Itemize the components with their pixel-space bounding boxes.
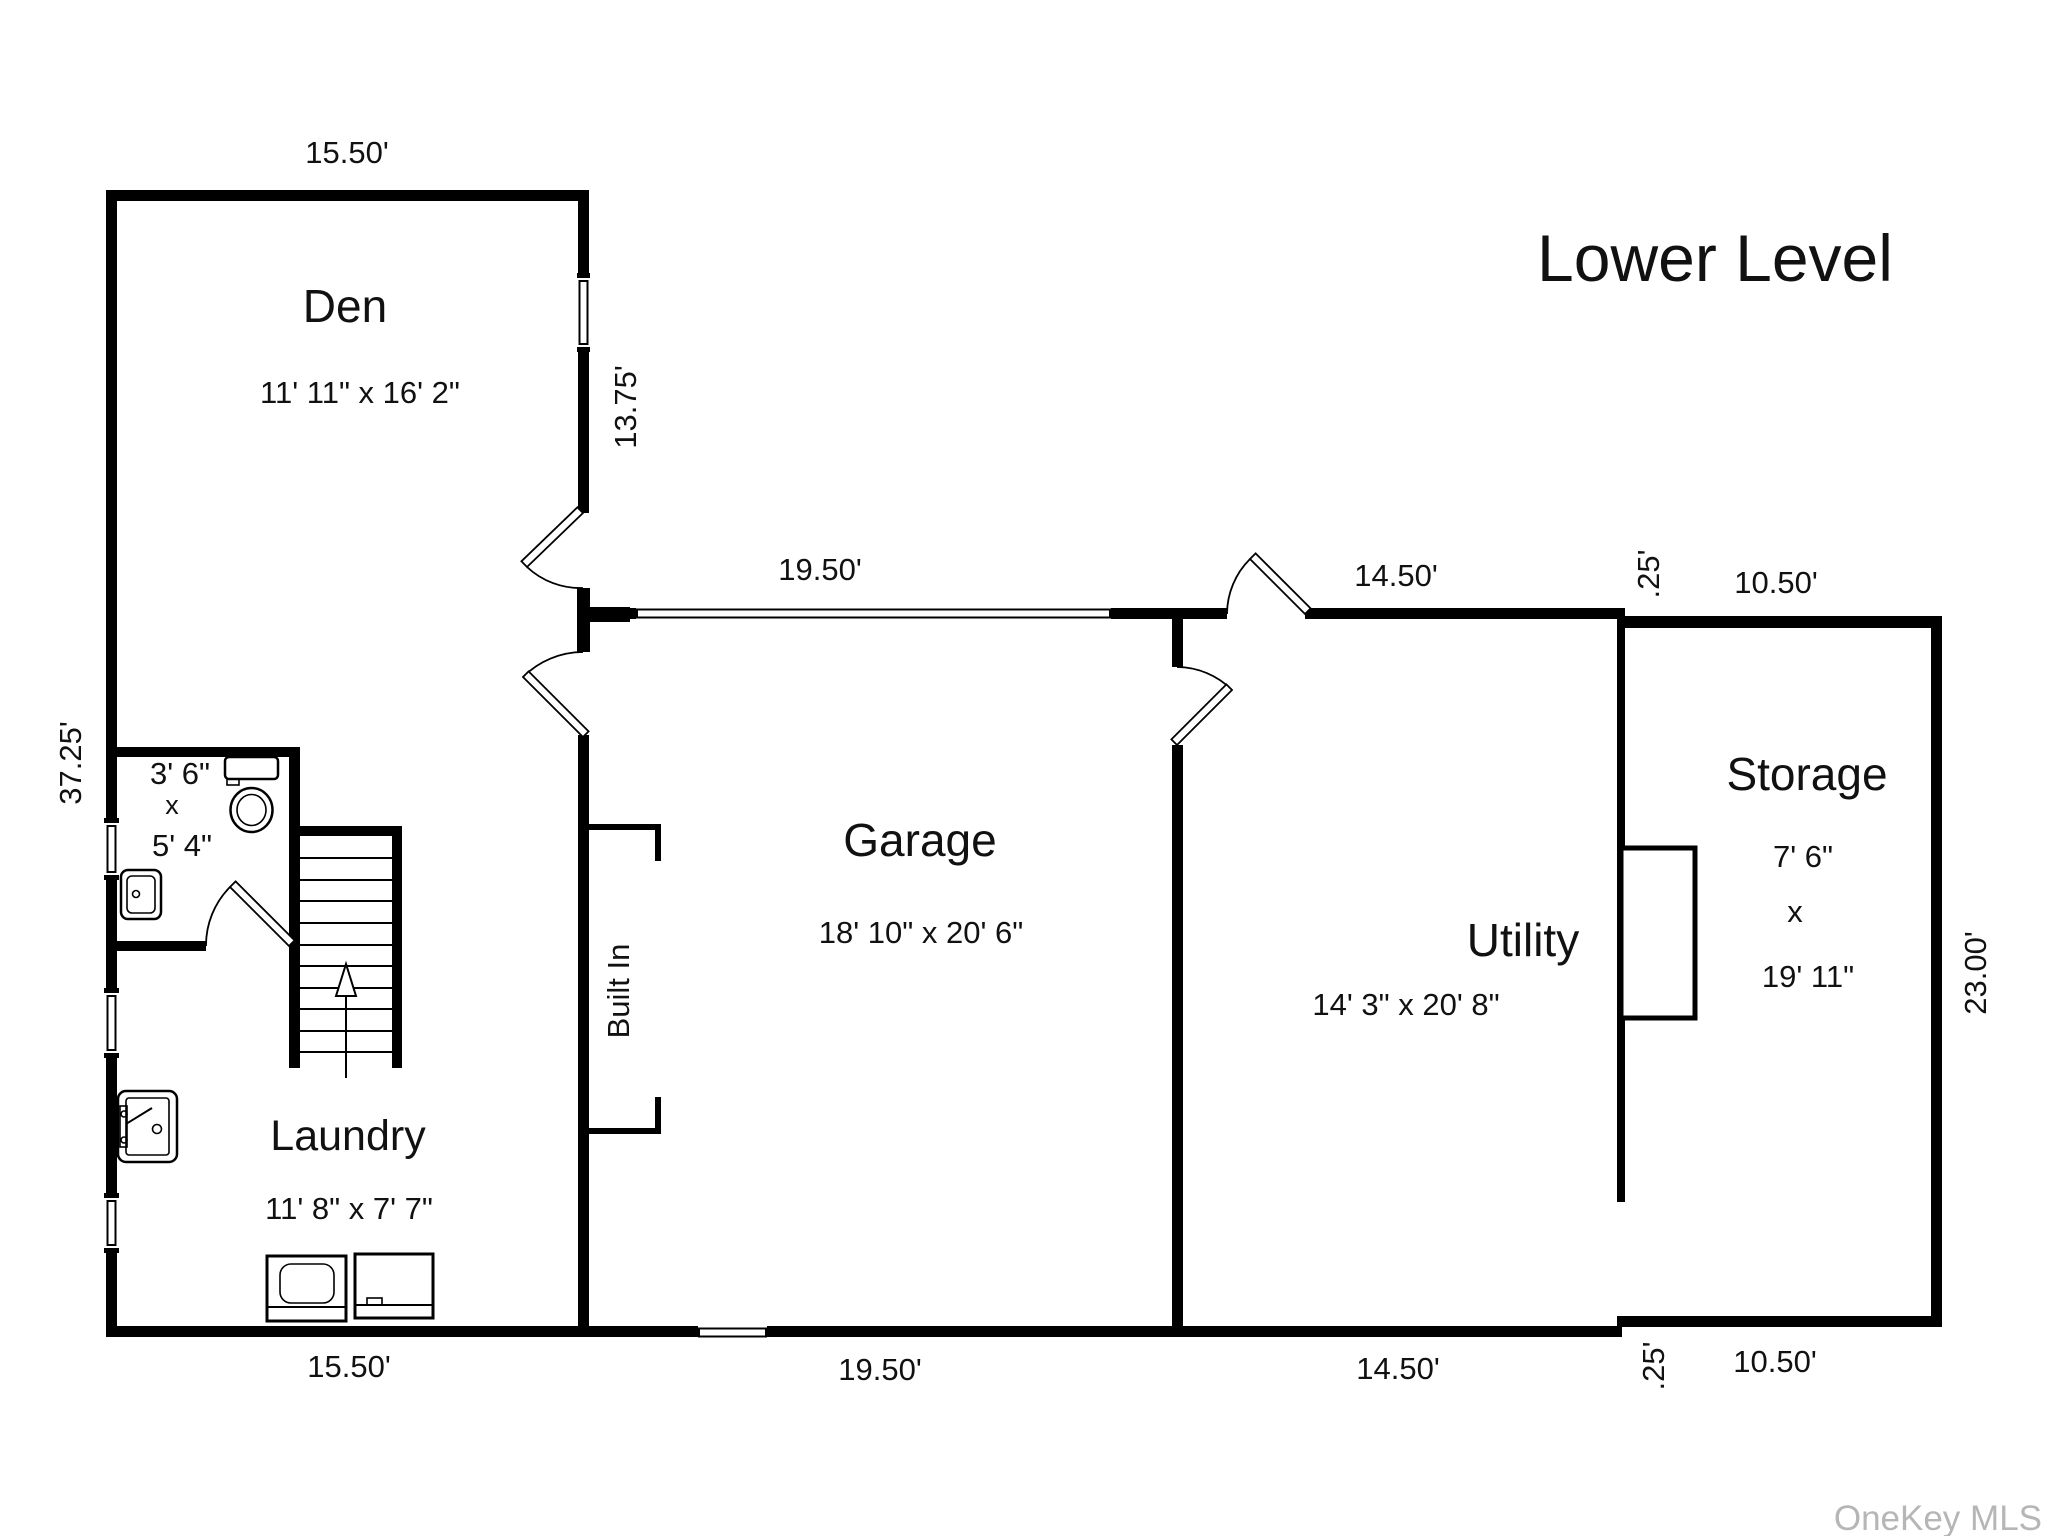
page-title: Lower Level — [1537, 221, 1893, 295]
dim-den-top: 15.50' — [305, 135, 389, 170]
dim-garage-bottom: 19.50' — [838, 1352, 922, 1387]
window-den-right — [576, 273, 591, 352]
door-utility-exterior — [1226, 552, 1312, 616]
dim-storage-bottom: 10.50' — [1733, 1344, 1817, 1379]
walls — [106, 190, 1942, 1337]
room-label-garage: Garage — [843, 814, 996, 866]
bathroom-sink — [119, 868, 163, 921]
toilet — [223, 755, 280, 834]
window-left-laundry-2 — [103, 1193, 120, 1253]
dim-garage-top: 19.50' — [778, 552, 862, 587]
room-dims-storage-length: 19' 11" — [1762, 959, 1854, 994]
window-left-laundry-1 — [103, 988, 120, 1058]
laundry-sink — [116, 1089, 179, 1164]
dim-utility-top: 14.50' — [1354, 558, 1438, 593]
dim-den-bottom: 15.50' — [307, 1349, 391, 1384]
room-dims-bathroom-length: 5' 4" — [152, 828, 212, 863]
dim-offset-bottom: .25' — [1636, 1341, 1671, 1390]
room-dims-storage-width: 7' 6" — [1773, 839, 1833, 874]
dim-den-right: 13.75' — [608, 365, 643, 449]
window-garage-bottom — [693, 1325, 772, 1338]
room-dims-bathroom-width: 3' 6" — [150, 756, 210, 791]
room-label-utility: Utility — [1467, 914, 1579, 966]
dim-storage-right: 23.00' — [1958, 931, 1993, 1015]
built-in-shelving — [584, 824, 661, 1134]
dim-left-total: 37.25' — [53, 721, 88, 805]
dim-offset-top: .25' — [1631, 549, 1666, 598]
stairs-direction-arrow — [334, 960, 358, 1078]
room-dims-garage: 18' 10" x 20' 6" — [819, 915, 1023, 950]
door-garage-utility — [1170, 666, 1234, 747]
room-label-storage: Storage — [1726, 748, 1887, 800]
room-dims-storage-sep: x — [1787, 894, 1803, 929]
washer — [265, 1254, 348, 1323]
storage-recess — [1618, 845, 1698, 1021]
door-den — [520, 506, 585, 589]
doors — [205, 506, 1312, 948]
watermark-text: OneKey MLS — [1834, 1499, 2042, 1536]
dim-utility-bottom: 14.50' — [1356, 1351, 1440, 1386]
windows — [103, 273, 1117, 1338]
room-dims-den: 11' 11" x 16' 2" — [260, 375, 460, 410]
room-dims-bathroom-sep: x — [165, 790, 179, 820]
room-label-laundry: Laundry — [270, 1112, 426, 1160]
room-dims-laundry: 11' 8" x 7' 7" — [265, 1191, 433, 1226]
garage-top-opening — [630, 608, 1117, 619]
stairs — [300, 857, 392, 1078]
door-laundry — [521, 651, 590, 739]
dryer — [353, 1252, 435, 1320]
door-bathroom — [205, 880, 296, 948]
window-left-bathroom — [103, 818, 120, 880]
room-dims-utility: 14' 3" x 20' 8" — [1312, 987, 1499, 1022]
built-in-label: Built In — [601, 944, 636, 1039]
dim-storage-top: 10.50' — [1734, 565, 1818, 600]
room-label-den: Den — [303, 280, 387, 332]
